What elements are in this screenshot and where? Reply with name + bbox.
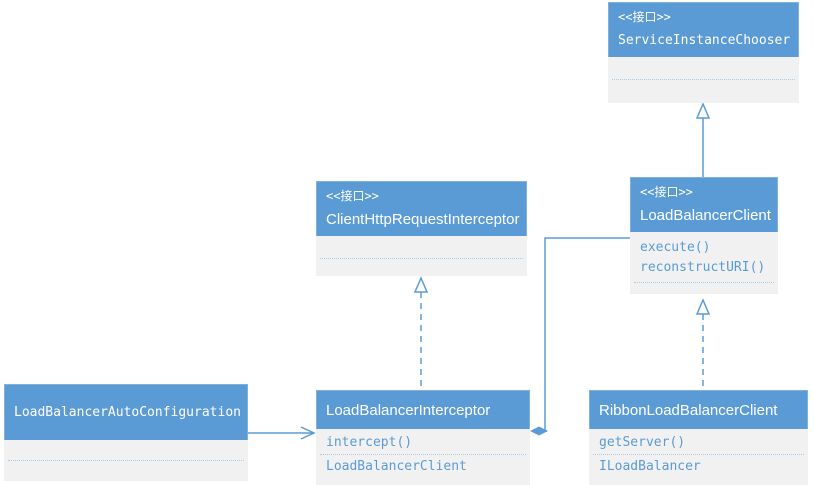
member-separator [612,79,795,80]
class-name: ClientHttpRequestInterceptor [326,211,520,228]
class-box-serviceinstancechooser[interactable]: <<接口>> ServiceInstanceChooser [608,2,799,103]
class-header: LoadBalancerAutoConfiguration [4,384,248,440]
member-separator [634,282,774,283]
field-loadbalancerclient: LoadBalancerClient [326,459,467,474]
composition-loadbalancerinterceptor-to-loadbalancerclient [530,237,630,436]
class-header: LoadBalancerInterceptor [316,390,530,429]
stereotype-label: <<接口>> [640,185,693,199]
class-body [4,440,248,481]
class-header: <<接口>> ServiceInstanceChooser [608,2,799,57]
stereotype-label: <<接口>> [326,189,379,203]
method-getserver: getServer() [599,435,686,450]
class-header: <<接口>> ClientHttpRequestInterceptor [316,181,527,236]
member-separator [8,460,244,461]
class-box-loadbalancerinterceptor[interactable]: LoadBalancerInterceptor intercept() Load… [316,390,530,485]
class-body: intercept() LoadBalancerClient [316,429,530,485]
method-intercept: intercept() [326,435,413,450]
member-separator [320,454,526,455]
class-box-loadbalancerautoconfiguration[interactable]: LoadBalancerAutoConfiguration [4,384,248,481]
class-header: RibbonLoadBalancerClient [589,390,808,429]
class-body: execute() reconstructURI() [630,232,778,294]
realization-loadbalancerinterceptor-to-clienthttprequestinterceptor [413,276,429,390]
class-body [608,57,799,103]
method-reconstructuri: reconstructURI() [640,260,766,275]
generalization-loadbalancerclient-to-serviceinstancechooser [695,102,711,177]
class-body: getServer() ILoadBalancer [589,429,808,485]
field-iloadbalancer: ILoadBalancer [599,459,701,474]
class-name: RibbonLoadBalancerClient [599,401,778,419]
class-box-clienthttprequestinterceptor[interactable]: <<接口>> ClientHttpRequestInterceptor [316,181,527,276]
member-separator [320,258,523,259]
class-box-loadbalancerclient[interactable]: <<接口>> LoadBalancerClient execute() reco… [630,177,778,294]
class-name: LoadBalancerAutoConfiguration [14,405,241,420]
realization-ribbonloadbalancerclient-to-loadbalancerclient [695,298,711,390]
class-name: ServiceInstanceChooser [618,33,791,48]
stereotype-label: <<接口>> [618,10,671,24]
method-execute: execute() [640,240,711,255]
class-name: LoadBalancerClient [640,207,771,224]
class-body [316,236,527,276]
class-box-ribbonloadbalancerclient[interactable]: RibbonLoadBalancerClient getServer() ILo… [589,390,808,485]
member-separator [593,454,804,455]
association-loadbalancerautoconfiguration-to-loadbalancerinterceptor [248,426,316,440]
class-name: LoadBalancerInterceptor [326,401,491,419]
class-header: <<接口>> LoadBalancerClient [630,177,778,232]
